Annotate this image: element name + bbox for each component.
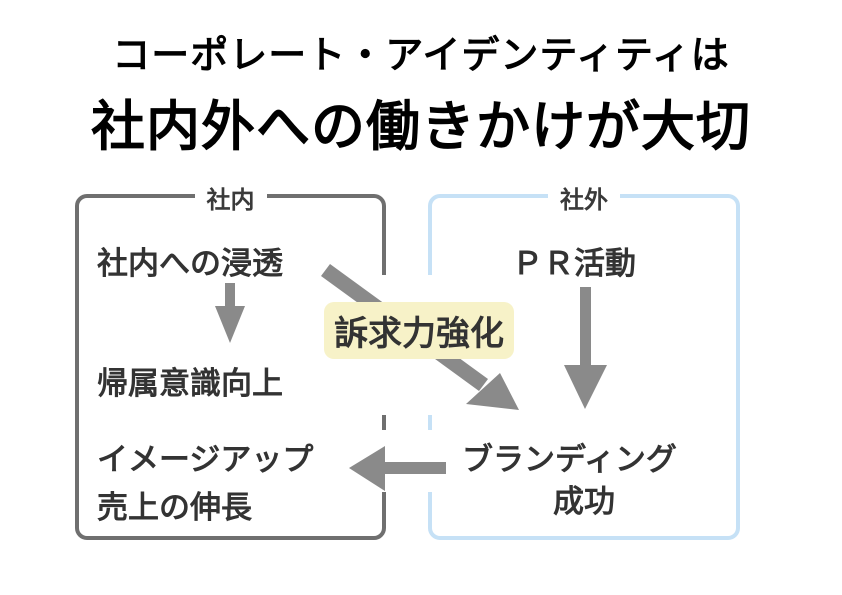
item-pr-activity: ＰＲ活動 xyxy=(512,246,636,282)
item-branding: ブランディング xyxy=(462,442,677,478)
external-label: 社外 xyxy=(548,180,620,215)
title-line-1: コーポレート・アイデンティティは xyxy=(112,33,730,77)
item-image-up: イメージアップ xyxy=(97,442,314,478)
item-internal-penetration: 社内への浸透 xyxy=(97,246,283,282)
arrow-external-down xyxy=(564,287,607,409)
appeal-strengthening-label: 訴求力強化 xyxy=(324,302,514,359)
arrow-left-to-internal xyxy=(349,446,446,491)
title-line-2: 社内外への働きかけが大切 xyxy=(91,95,751,158)
arrow-internal-down xyxy=(215,283,245,343)
border-gap-external-left-lower xyxy=(424,430,436,492)
item-success: 成功 xyxy=(553,484,615,520)
item-sales-growth: 売上の伸長 xyxy=(97,490,252,526)
item-belonging: 帰属意識向上 xyxy=(97,366,283,402)
internal-label: 社内 xyxy=(194,180,267,215)
